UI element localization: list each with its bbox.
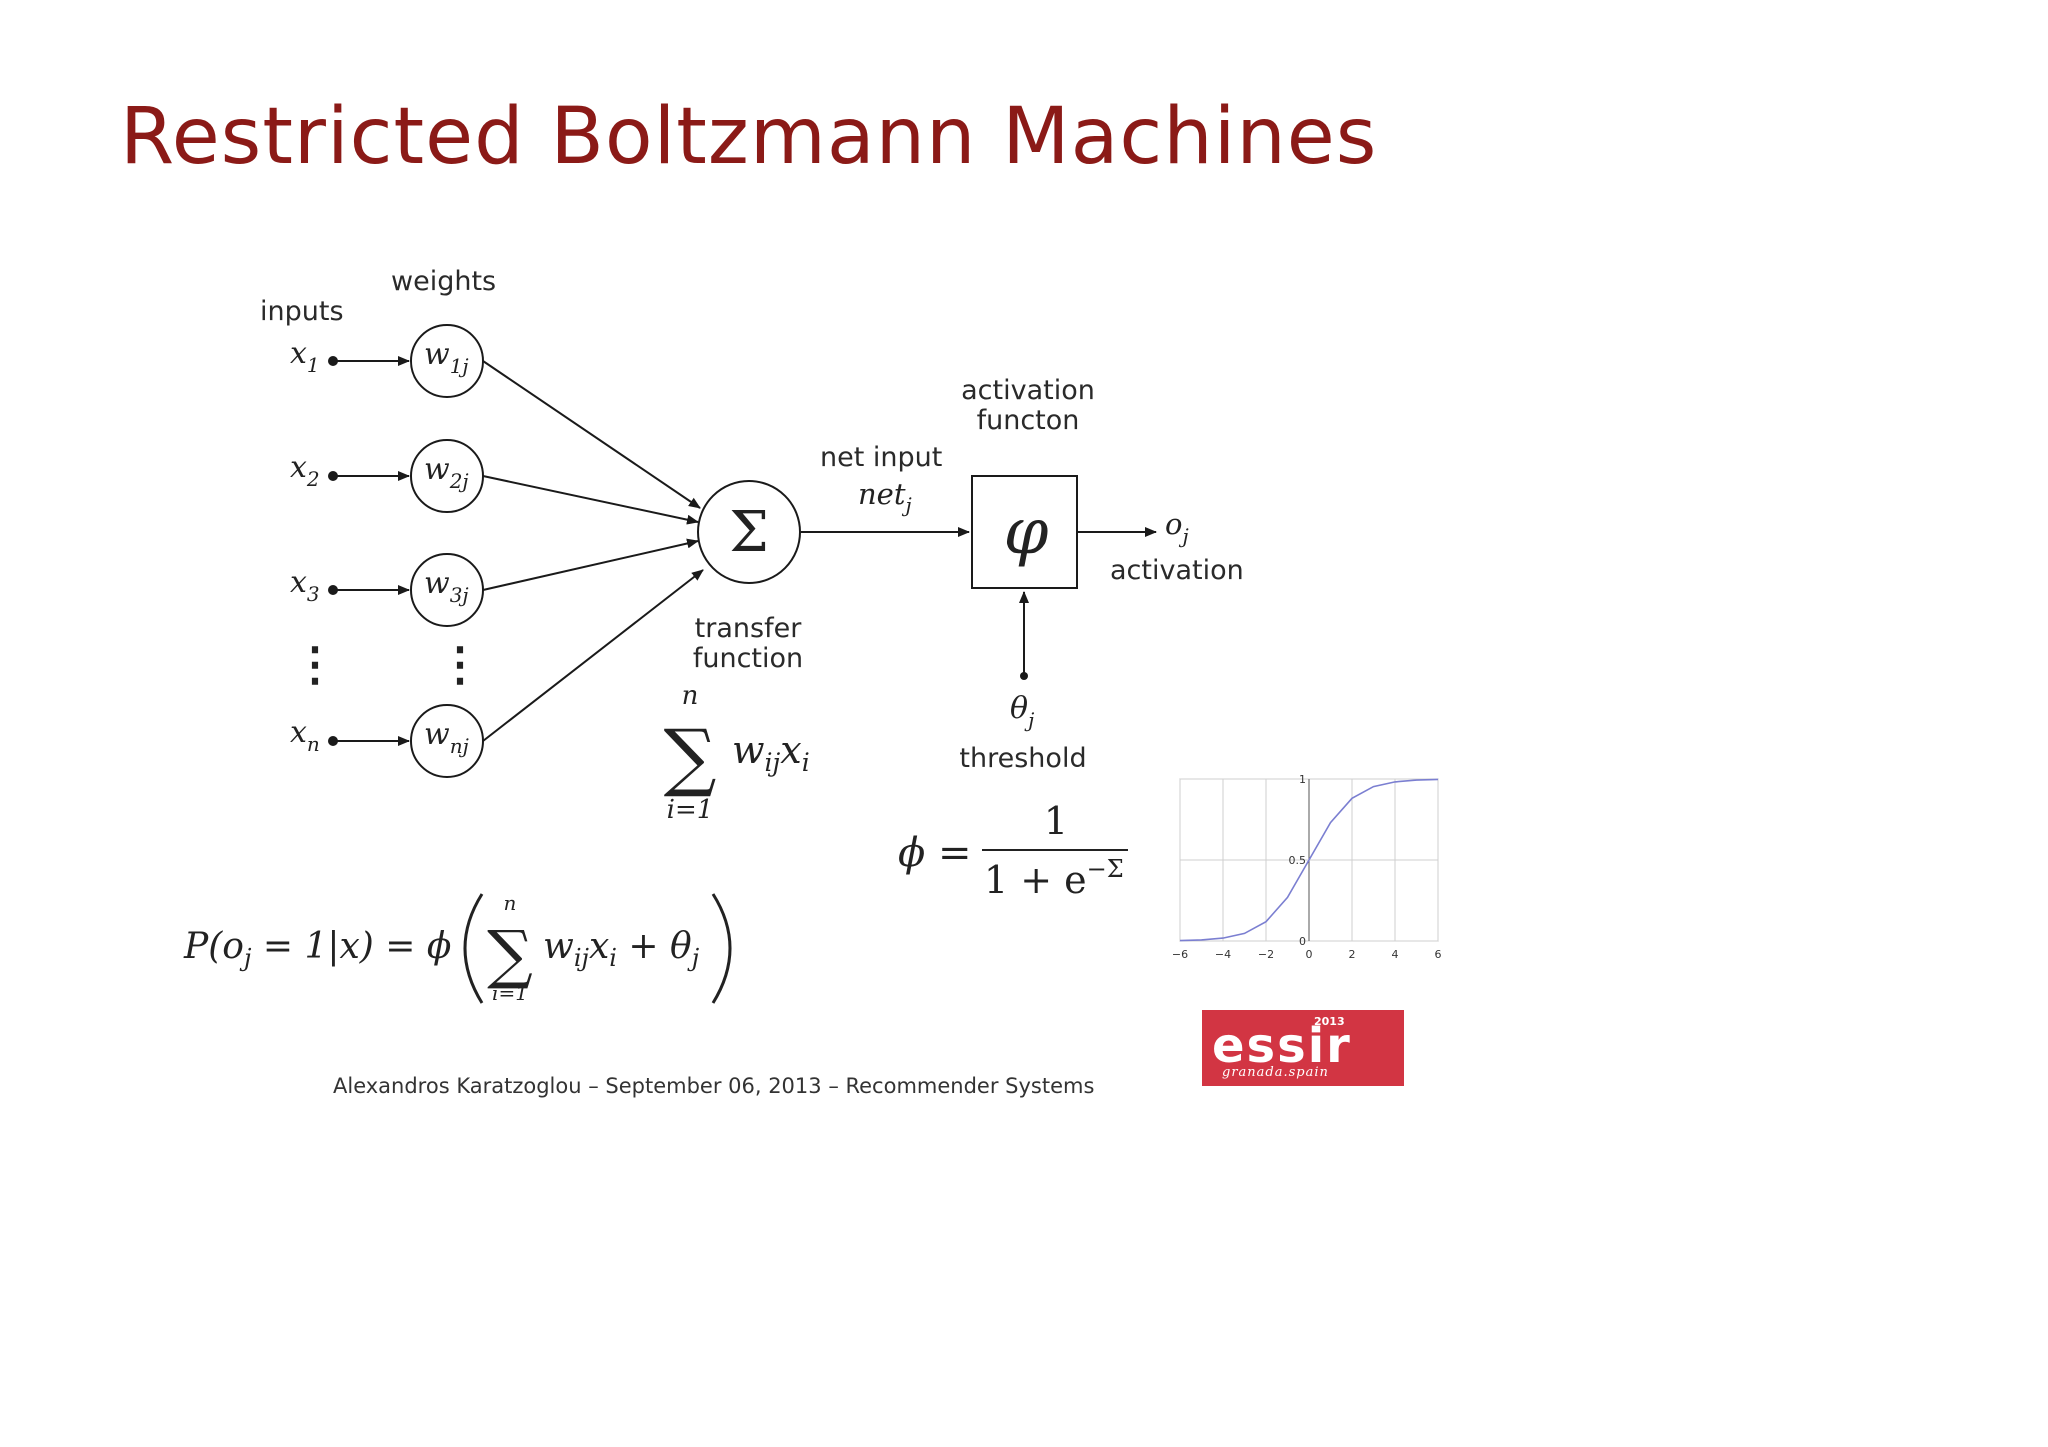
chart-x-tick-label: 4 [1392,948,1399,961]
theta-var: θj [1010,691,1034,732]
svg-text:wijxi + θj: wijxi + θj [543,926,700,972]
net-input-label: net input [820,442,942,473]
sum-node [697,480,801,584]
activation-function-box [971,475,1078,589]
svg-text:i=1: i=1 [492,981,528,1005]
chart-x-tick-label: 6 [1435,948,1442,961]
perceptron-diagram: inputs weights x1 x2 x3 xn ⋮ ⋮ w1j w2j w… [183,266,1442,1005]
chart-x-tick-label: −2 [1258,948,1274,961]
transfer-function-label-2: function [693,643,803,674]
essir-logo: essir 2013 granada.spain [1202,1010,1404,1086]
svg-text:n: n [682,681,699,711]
chart-x-tick-label: 2 [1349,948,1356,961]
svg-text:wijxi: wijxi [732,728,810,777]
net-input-var: netj [858,477,912,517]
weight-to-sum-arrows [482,360,704,742]
weight-w1j: w1j [424,337,469,378]
weight-wnj: wnj [424,717,469,758]
activation-function-label-2: functon [977,405,1080,436]
svg-text:1: 1 [1044,799,1068,843]
input-x3: x3 [290,565,320,606]
svg-text:∑: ∑ [664,714,717,800]
svg-text:i=1: i=1 [667,795,714,825]
activation-label: activation [1110,555,1244,586]
svg-text:∑: ∑ [487,918,533,992]
chart-x-tick-label: −4 [1215,948,1231,961]
input-xn: xn [290,715,320,756]
input-x2: x2 [290,450,320,491]
sum-symbol: Σ [729,500,769,565]
weight-w3j: w3j [424,566,469,607]
phi-symbol: φ [1004,495,1049,569]
inputs-label: inputs [260,296,344,327]
activation-function-label-1: activation [961,375,1095,406]
svg-text:1 + e−Σ: 1 + e−Σ [984,855,1124,902]
inputs-ellipsis: ⋮ [292,637,338,691]
input-x1: x1 [290,336,320,377]
chart-y-tick-label: 0.5 [1289,854,1307,867]
threshold-label: threshold [959,743,1086,774]
slide-title: Restricted Boltzmann Machines [120,92,1378,182]
svg-text:n: n [504,891,517,915]
svg-text:ϕ =: ϕ = [898,830,972,876]
weight-w2j: w2j [424,452,469,493]
probability-formula: P(oj = 1|x) = ϕ n ∑ i=1 wijxi + θj [183,891,732,1005]
sigmoid-chart: −6 −4 −2 0 2 4 6 0 0.5 1 [1172,773,1442,961]
weights-ellipsis: ⋮ [437,637,483,691]
output-var: oj [1165,507,1189,548]
transfer-sum-formula: n ∑ i=1 wijxi [664,681,810,825]
svg-text:P(oj = 1|x) = ϕ: P(oj = 1|x) = ϕ [183,926,451,972]
sigmoid-formula: ϕ = 1 1 + e−Σ [898,799,1128,902]
chart-y-tick-label: 0 [1299,935,1306,948]
footer: Alexandros Karatzoglou – September 06, 2… [333,1074,1095,1098]
chart-x-tick-label: −6 [1172,948,1188,961]
weights-label: weights [391,266,496,297]
transfer-function-label-1: transfer [695,613,803,644]
chart-y-tick-label: 1 [1299,773,1306,786]
chart-x-tick-label: 0 [1306,948,1313,961]
input-connectors [328,356,410,746]
sigmoid-curve [1179,778,1439,942]
